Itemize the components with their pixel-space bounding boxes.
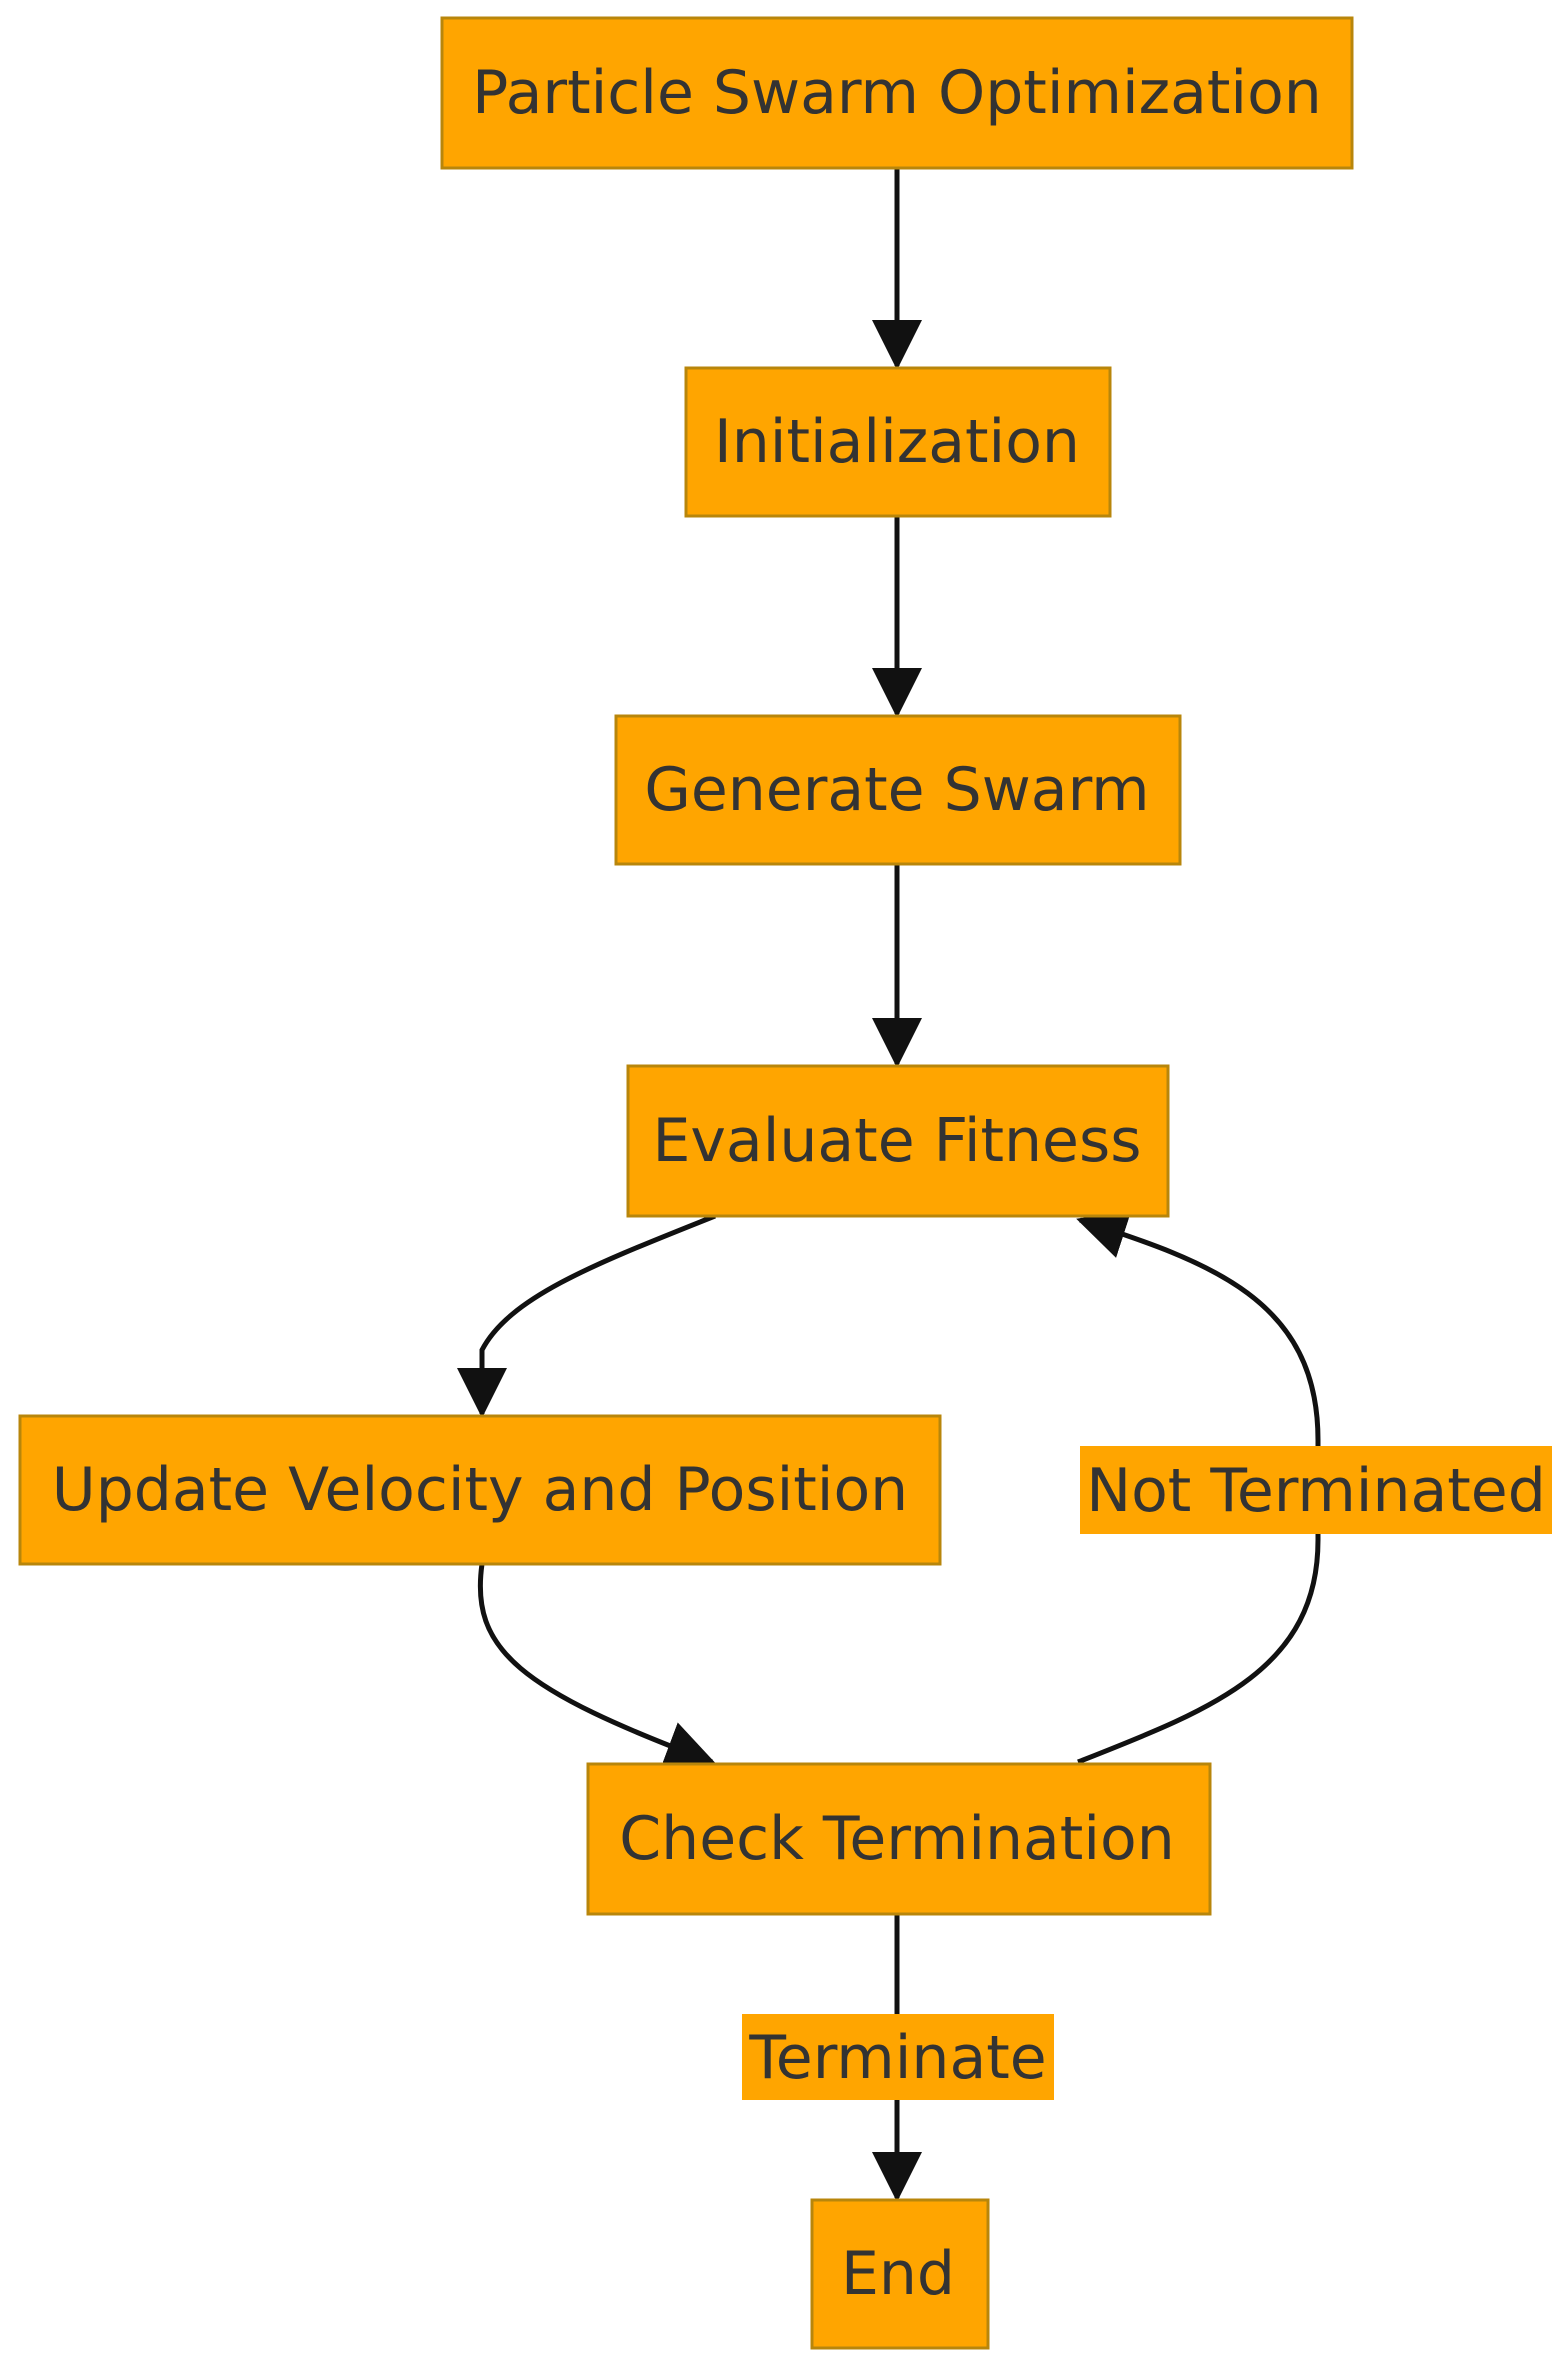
node-particle-swarm-optimization-label: Particle Swarm Optimization — [472, 58, 1322, 128]
node-initialization-box — [684, 366, 1112, 518]
node-initialization-label: Initialization — [714, 407, 1080, 477]
node-particle-swarm-optimization-box — [440, 16, 1354, 170]
nodes: Particle Swarm Optimization Initializati… — [18, 16, 1354, 2350]
node-end-box — [810, 2198, 990, 2350]
edge-label-not-terminated-bg — [1080, 1446, 1552, 1534]
node-update-velocity-and-position-label: Update Velocity and Position — [52, 1455, 908, 1525]
node-evaluate-fitness[interactable]: Evaluate Fitness — [626, 1064, 1170, 1218]
node-check-termination[interactable]: Check Termination — [586, 1762, 1212, 1916]
edge-label-not-terminated: Not Terminated — [1080, 1446, 1552, 1534]
edge-eval-to-update — [457, 1213, 716, 1418]
node-update-velocity-and-position[interactable]: Update Velocity and Position — [18, 1414, 942, 1566]
edge-label-terminate-text: Terminate — [748, 2023, 1046, 2093]
node-check-termination-label: Check Termination — [619, 1804, 1174, 1874]
node-check-termination-box — [586, 1762, 1212, 1916]
node-initialization[interactable]: Initialization — [684, 366, 1112, 518]
edge-update-to-check — [477, 1563, 716, 1770]
node-generate-swarm-label: Generate Swarm — [644, 755, 1149, 825]
node-particle-swarm-optimization[interactable]: Particle Swarm Optimization — [440, 16, 1354, 170]
node-evaluate-fitness-box — [626, 1064, 1170, 1218]
edge-label-terminate-bg — [742, 2014, 1054, 2100]
node-end[interactable]: End — [810, 2198, 990, 2350]
node-end-label: End — [841, 2239, 955, 2309]
node-update-velocity-and-position-box — [18, 1414, 942, 1566]
edge-label-terminate: Terminate — [742, 2014, 1054, 2100]
node-generate-swarm[interactable]: Generate Swarm — [614, 714, 1182, 866]
node-evaluate-fitness-label: Evaluate Fitness — [653, 1106, 1142, 1176]
edge-labels: Not Terminated Terminate — [742, 1446, 1552, 2100]
edge-label-not-terminated-text: Not Terminated — [1086, 1456, 1546, 1526]
node-generate-swarm-box — [614, 714, 1182, 866]
